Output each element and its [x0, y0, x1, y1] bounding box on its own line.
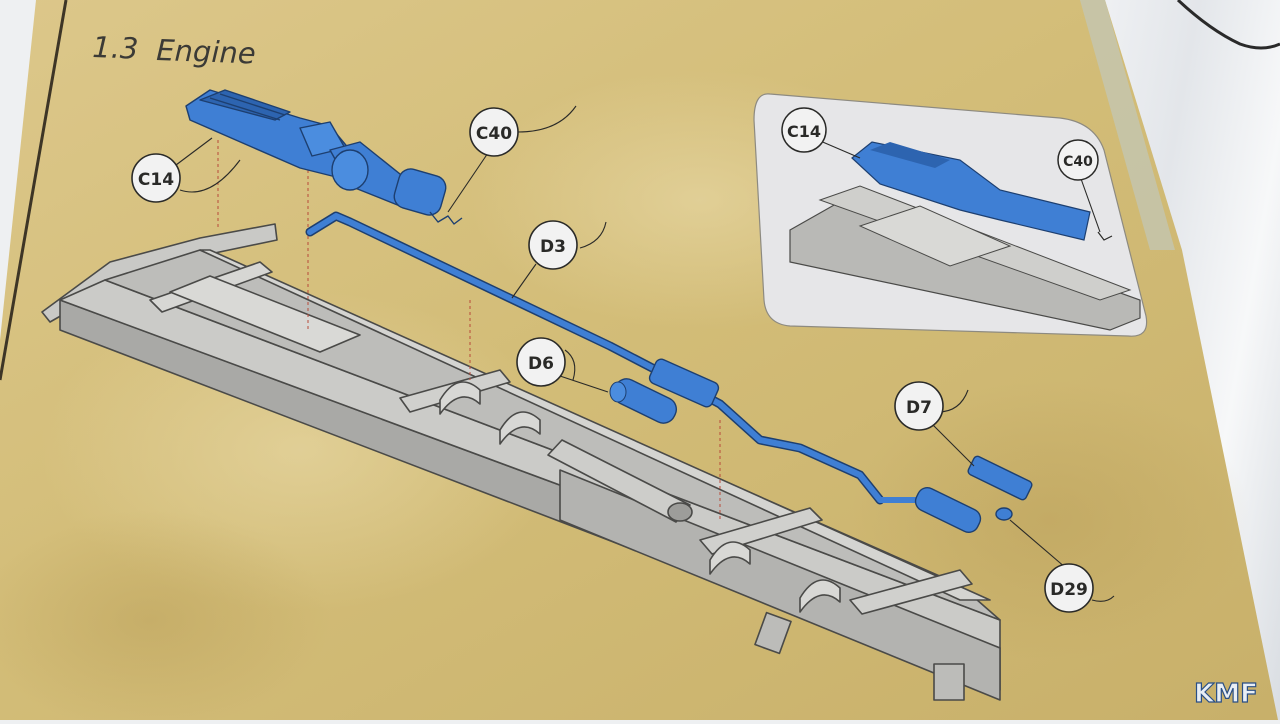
- callout-c14: C14: [131, 153, 181, 203]
- leader-lines: [171, 105, 1115, 602]
- callout-d3: D3: [528, 220, 578, 270]
- tailpipe-part: [914, 486, 982, 534]
- cap-part-d29: [995, 507, 1013, 521]
- inset-panel: [753, 93, 1148, 337]
- exhaust-pipe-d3: [305, 211, 920, 505]
- muffler-part-d6: [609, 378, 678, 424]
- svg-text:D7: D7: [906, 398, 932, 418]
- svg-text:D29: D29: [1050, 580, 1088, 600]
- svg-text:D3: D3: [540, 237, 566, 257]
- guide-lines: [217, 140, 721, 520]
- watermark-text: KMF: [1194, 679, 1258, 709]
- engine-part-c14: [185, 89, 351, 179]
- chassis-frame: [41, 223, 1001, 701]
- section-number: 1.3: [92, 30, 139, 66]
- watermark-logo: KMF: [1186, 672, 1266, 712]
- svg-text:C40: C40: [476, 124, 512, 144]
- inset-callout-c40: C40: [1057, 139, 1099, 181]
- section-title: Engine: [156, 33, 257, 70]
- callout-d29: D29: [1044, 563, 1094, 613]
- inset-callout-c14: C14: [781, 107, 827, 153]
- callout-c40: C40: [469, 107, 519, 157]
- engine-part-c40: [329, 141, 463, 225]
- svg-text:C40: C40: [1063, 154, 1093, 170]
- svg-text:C14: C14: [138, 170, 174, 190]
- svg-text:C14: C14: [787, 122, 821, 141]
- svg-text:D6: D6: [528, 354, 554, 374]
- callout-d7: D7: [894, 381, 944, 431]
- callout-d6: D6: [516, 337, 566, 387]
